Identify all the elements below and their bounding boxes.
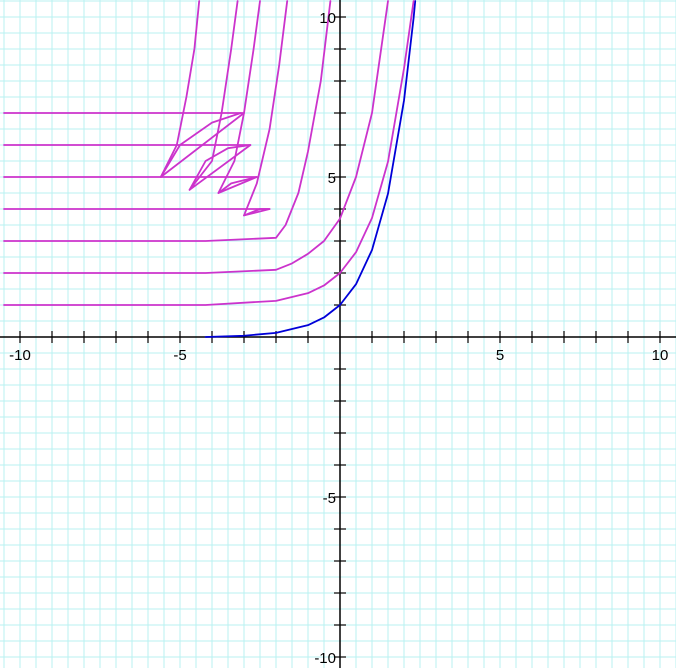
y-tick-label: -10	[314, 650, 336, 667]
family-curve-line	[3, 0, 332, 242]
x-tick-label: -5	[173, 347, 186, 364]
y-tick-label: 5	[328, 170, 336, 187]
curve-series	[3, 0, 417, 338]
family-curve-line	[188, 144, 252, 191]
family-curve-line	[159, 112, 242, 178]
family-curve-line	[243, 208, 271, 217]
family-curve-line	[3, 0, 415, 306]
family-curve-line	[3, 0, 389, 274]
x-tick-label: 10	[652, 347, 669, 364]
x-tick-label: -10	[9, 347, 31, 364]
family-curve-line	[3, 0, 245, 178]
tick-labels: -10 -5 5 10 10 5 -5 -10	[9, 10, 668, 667]
y-tick-label: 10	[319, 10, 336, 27]
family-curve-line	[217, 176, 258, 194]
base-curve-line	[204, 0, 417, 338]
x-tick-label: 5	[496, 347, 504, 364]
y-tick-label: -5	[323, 490, 336, 507]
